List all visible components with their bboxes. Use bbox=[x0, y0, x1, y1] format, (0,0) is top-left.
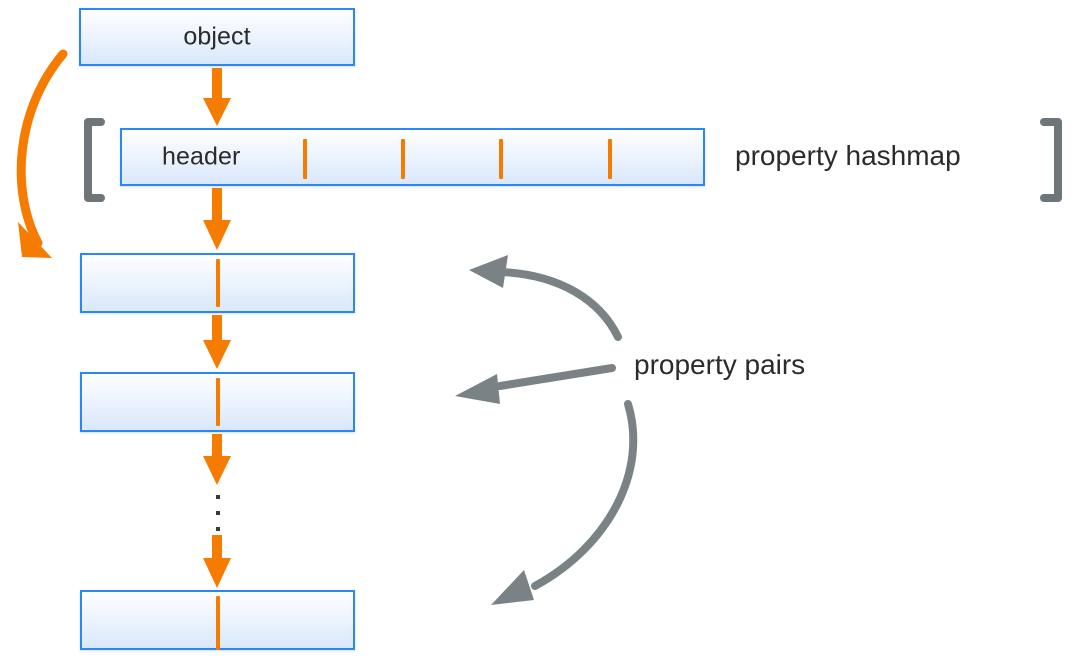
arrow-object-to-hashmap-icon bbox=[203, 68, 231, 126]
hashmap-slot-tick bbox=[499, 139, 503, 179]
arrow-object-to-first-pair-curved-icon bbox=[16, 49, 68, 258]
property-pair-divider bbox=[216, 378, 220, 426]
property-hashmap-box[interactable]: header bbox=[120, 128, 705, 186]
callout-arrow-lower-icon bbox=[491, 400, 638, 605]
arrow-pair1-to-pair2-icon bbox=[203, 315, 231, 369]
callout-arrow-middle-icon bbox=[455, 364, 616, 404]
hashmap-slot-tick bbox=[303, 139, 307, 179]
property-pair-divider bbox=[216, 596, 220, 650]
hashmap-header-label: header bbox=[162, 142, 241, 171]
bracket-left-icon bbox=[84, 118, 105, 202]
property-pairs-caption: property pairs bbox=[634, 349, 806, 380]
arrow-pair2-to-ellipsis-icon bbox=[203, 434, 231, 485]
hashmap-slot-tick bbox=[608, 139, 612, 179]
object-box-label: object bbox=[183, 22, 251, 51]
bracket-right-icon bbox=[1040, 118, 1062, 202]
object-box[interactable]: object bbox=[79, 8, 355, 66]
property-hashmap-caption: property hashmap bbox=[735, 140, 961, 171]
callout-arrow-upper-icon bbox=[469, 255, 622, 341]
arrow-hashmap-to-pair1-icon bbox=[203, 188, 231, 250]
hashmap-slot-tick bbox=[401, 139, 405, 179]
arrow-ellipsis-to-last-pair-icon bbox=[203, 535, 231, 588]
property-pair-divider bbox=[216, 259, 220, 307]
